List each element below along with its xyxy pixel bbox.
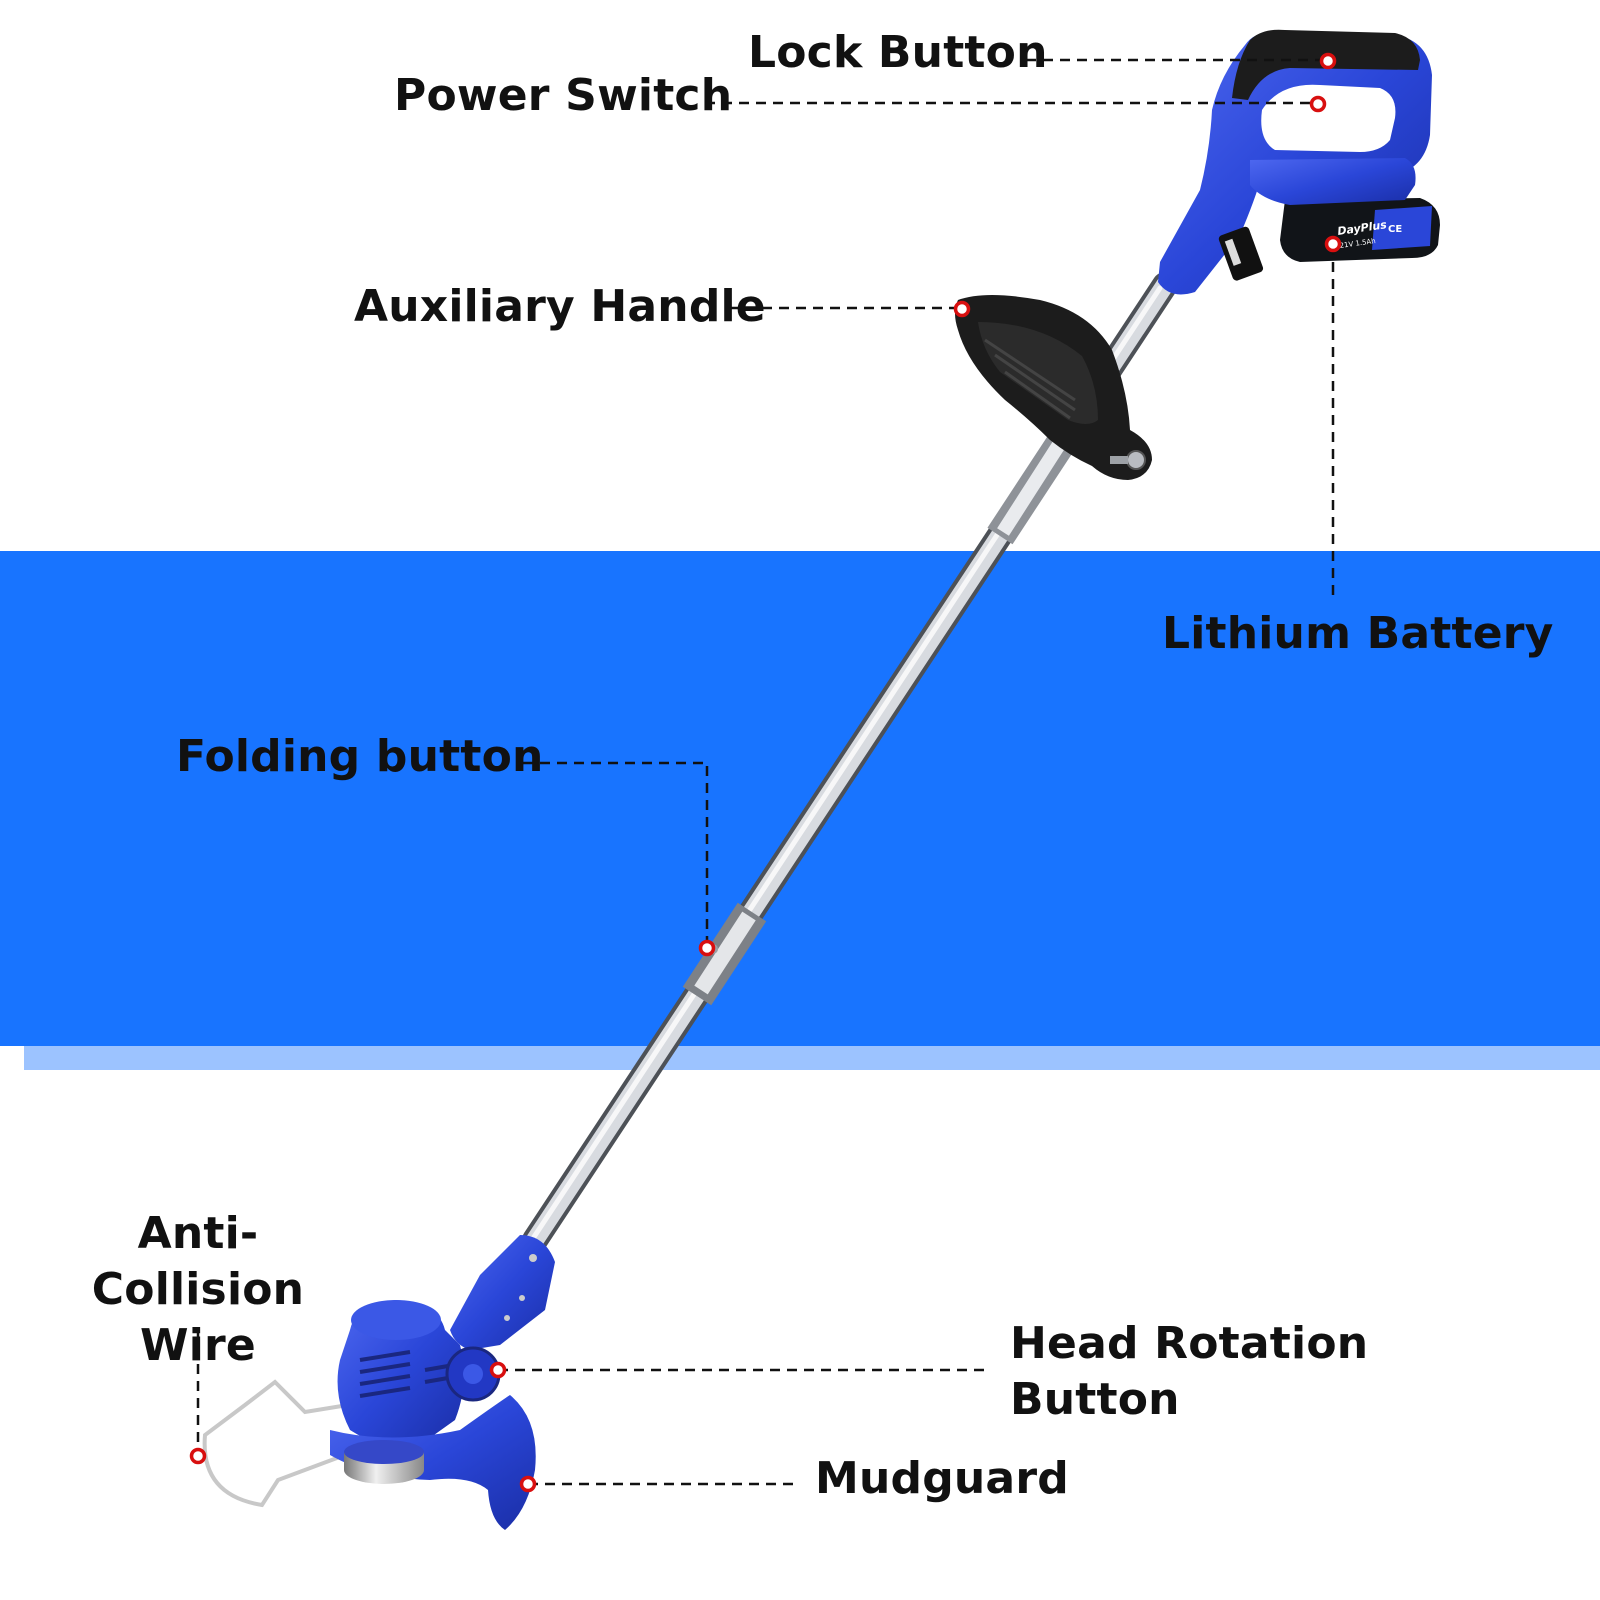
label-anti-collision-wire-line2: Wire xyxy=(140,1320,256,1371)
label-power-switch: Power Switch xyxy=(394,70,733,121)
label-lock-button: Lock Button xyxy=(748,27,1048,78)
callout-dots xyxy=(189,52,1342,1493)
dot-power-switch xyxy=(1309,95,1327,113)
label-head-rotation-button-line2: Button xyxy=(1010,1374,1180,1425)
dot-auxiliary-handle xyxy=(953,300,971,318)
trimmer-head xyxy=(202,1235,555,1530)
auxiliary-handle xyxy=(955,295,1152,480)
callout-lines xyxy=(196,58,1335,1486)
background-band xyxy=(0,551,1600,1046)
dot-anti-collision-wire xyxy=(189,1447,207,1465)
dot-head-rotation-button xyxy=(489,1361,507,1379)
lithium-battery-pack: DayPlus 21V 1.5Ah CE xyxy=(1250,158,1440,262)
label-lithium-battery: Lithium Battery xyxy=(1162,608,1554,659)
label-anti-collision-wire: Anti-Collision Wire xyxy=(46,1206,350,1374)
label-folding-button: Folding button xyxy=(176,731,544,782)
dot-lock-button xyxy=(1319,52,1337,70)
label-head-rotation-button-line1: Head Rotation xyxy=(1010,1318,1369,1369)
label-mudguard: Mudguard xyxy=(815,1453,1069,1504)
dot-lithium-battery xyxy=(1324,235,1342,253)
leader-folding-button xyxy=(523,761,709,948)
label-head-rotation-button: Head Rotation Button xyxy=(1010,1316,1368,1428)
label-auxiliary-handle: Auxiliary Handle xyxy=(354,281,766,332)
dot-mudguard xyxy=(519,1475,537,1493)
dot-folding-button xyxy=(698,939,716,957)
battery-marks-text: CE xyxy=(1388,224,1402,235)
label-anti-collision-wire-line1: Anti-Collision xyxy=(91,1208,305,1315)
